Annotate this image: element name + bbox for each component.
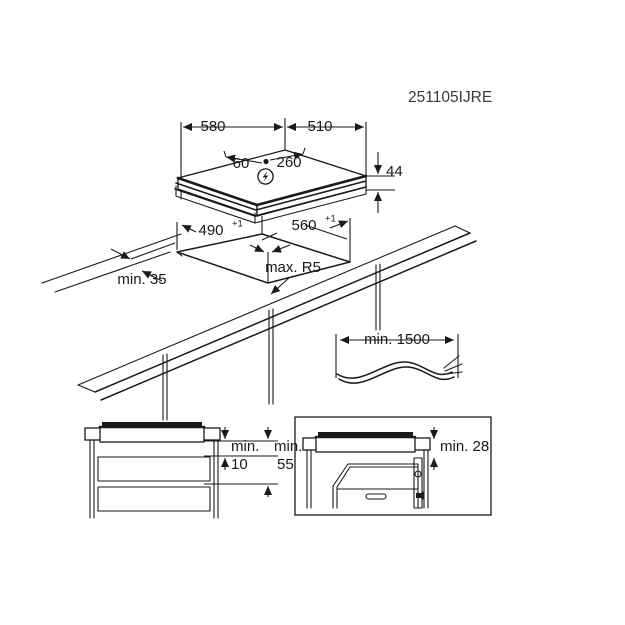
dim-560 (261, 220, 349, 253)
label-min-10-line1: min. (231, 438, 259, 455)
label-corner-radius: max. R5 (265, 259, 321, 276)
label-width-580: 580 (200, 118, 225, 135)
lightning-bolt-icon (257, 168, 274, 185)
label-min-55-line1: min. (274, 438, 302, 455)
label-depth-510: 510 (307, 118, 332, 135)
label-cutout-depth-490: 490 (198, 222, 223, 239)
oven-fixing-rail (413, 457, 424, 509)
worktop-rear-edge (41, 233, 182, 284)
drawing-code: 251105IJRE (408, 89, 492, 106)
oven-carcass (306, 449, 429, 509)
cable-outline-top (336, 361, 453, 379)
hob-edge-bands (174, 180, 367, 217)
cable-strands (443, 355, 463, 375)
label-edge-distance: min. 35 (117, 271, 166, 288)
cutout-dimension-lines (176, 216, 351, 283)
terminal-point-marker (263, 158, 269, 165)
drawing-labels: 251105IJRE 580 510 60 260 44 490 +1 560 … (117, 89, 492, 473)
cabinet-supports (162, 263, 381, 421)
drawers-dimension-lines (204, 440, 278, 485)
label-height-44: 44 (386, 163, 403, 180)
label-cable-length: min. 1500 (364, 331, 430, 348)
label-cutout-depth-490-superscript: +1 (232, 219, 243, 230)
label-cutout-width-560: 560 (291, 217, 316, 234)
oven-body (332, 463, 419, 509)
hob-front-right-edge (255, 174, 368, 207)
cable-outline-bottom (338, 366, 455, 384)
drawers-hob-body (99, 426, 205, 443)
drawers-hob-glass (102, 422, 202, 427)
dim-min-35 (110, 242, 176, 282)
dim-44 (366, 152, 395, 213)
label-cutout-width-560-superscript: +1 (325, 214, 336, 225)
worktop-view (41, 216, 477, 421)
dim-490 (181, 224, 265, 253)
hob-isometric-view (174, 118, 395, 224)
hob-chassis (175, 183, 367, 224)
cable-dimension-lines (335, 334, 459, 378)
label-terminal-offset-60: 60 (233, 155, 250, 172)
oven-handle-slot (365, 493, 387, 500)
oven-body-chamfer (336, 466, 351, 488)
section-drawers-view (84, 422, 278, 519)
hob-front-left-edge (176, 176, 259, 207)
drawer-front-lower (97, 486, 211, 512)
label-oven-clearance: min. 28 (440, 438, 489, 455)
section-oven-view (294, 416, 492, 516)
dim-60-260 (223, 147, 306, 165)
worktop-left-cap (77, 384, 96, 393)
mains-cable-view (335, 334, 463, 384)
oven-hob-body (315, 436, 416, 453)
worktop-right-cap (454, 225, 471, 234)
label-min-10-line2: 10 (231, 456, 248, 473)
label-terminal-span-260: 260 (276, 154, 301, 171)
worktop-cutout (176, 233, 351, 284)
worktop-rear-edge-2 (54, 251, 171, 293)
drawers-carcass (89, 439, 219, 519)
drawer-front-upper (97, 456, 211, 482)
worktop-top-edge (77, 225, 456, 386)
leader-max-r5 (270, 277, 290, 295)
label-min-55-line2: 55 (277, 456, 294, 473)
oven-hob-glass (318, 432, 413, 437)
worktop-front-edge (94, 232, 471, 393)
oven-panel-border (294, 416, 492, 516)
hob-extension-lines (180, 118, 367, 178)
